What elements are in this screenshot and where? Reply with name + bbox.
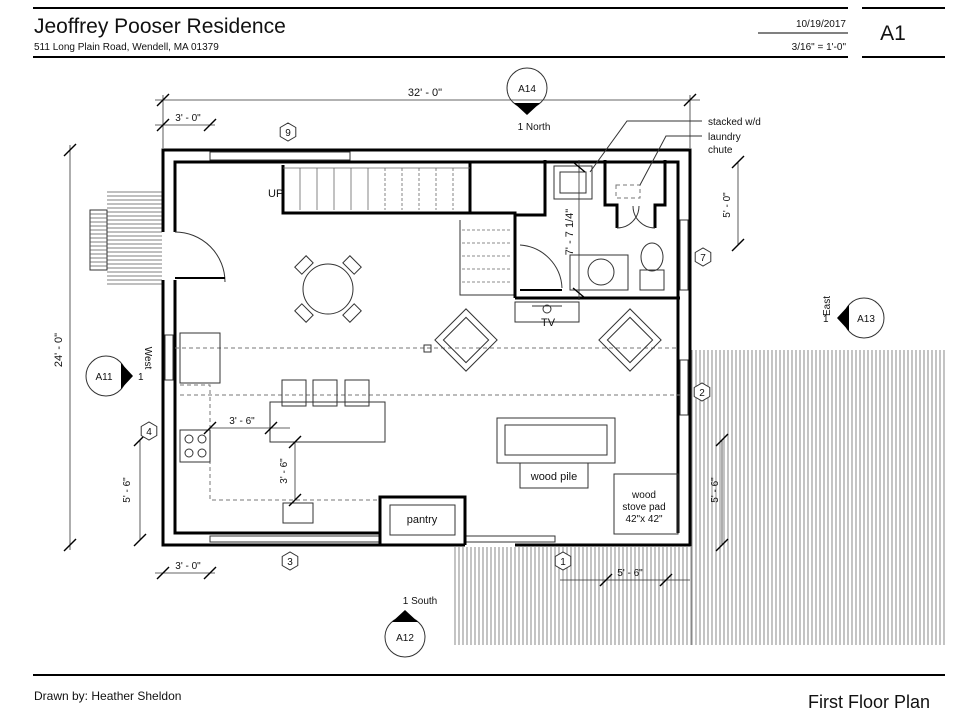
post (423, 344, 432, 353)
window-tag-7: 7 (694, 247, 712, 267)
dim-overall-width: 32' - 0" (408, 87, 442, 99)
elevation-marker-east: A13 East 1 (822, 296, 885, 339)
window-tag-1: 1 (554, 551, 572, 571)
window-tag-4: 4 (140, 421, 158, 441)
dim-bottom-left: 3' - 0" (175, 561, 201, 572)
elevation-marker-north: A14 1 North (506, 67, 551, 133)
dim-island-width: 3' - 6" (229, 416, 255, 427)
svg-text:2: 2 (699, 388, 705, 399)
dim-top-left: 3' - 0" (175, 113, 201, 124)
svg-text:A13: A13 (857, 314, 875, 325)
stairs-up-label: UP (268, 188, 283, 200)
label-laundry: laundry (708, 132, 741, 143)
elevation-marker-south: A12 1 South (384, 596, 437, 658)
window-tags: 1 2 3 4 7 9 (140, 122, 712, 571)
dim-kitchen-left: 5' - 6" (122, 477, 133, 503)
svg-text:A12: A12 (396, 633, 414, 644)
svg-text:1 South: 1 South (403, 596, 437, 607)
dim-island-clear: 3' - 6" (279, 458, 290, 484)
drawn-by: Drawn by: Heather Sheldon (34, 689, 181, 703)
armchair-right (598, 308, 662, 372)
dimensions (63, 93, 745, 587)
stairs (281, 163, 517, 298)
svg-text:9: 9 (285, 128, 291, 139)
dim-bath-depth: 7' - 7 1/4" (564, 209, 576, 255)
drawing-date: 10/19/2017 (796, 19, 846, 30)
svg-text:A11: A11 (95, 372, 112, 383)
svg-text:1 North: 1 North (518, 122, 551, 133)
west-door (173, 231, 226, 283)
deck-west (89, 191, 162, 285)
label-tv: TV (541, 317, 556, 329)
svg-text:3: 3 (287, 557, 293, 568)
dim-closet: 5' - 0" (722, 192, 733, 218)
window-tag-3: 3 (281, 551, 299, 571)
armchair-left (434, 308, 498, 372)
svg-text:4: 4 (146, 427, 152, 438)
label-wood-pile: wood pile (530, 471, 577, 483)
dining-table (294, 255, 362, 323)
dim-deck-bottom: 5' - 6" (617, 568, 643, 579)
stove-pad (613, 473, 679, 535)
svg-text:7: 7 (700, 253, 706, 264)
exterior-walls (161, 148, 692, 547)
svg-text:1: 1 (560, 557, 566, 568)
wood-pile-box (519, 462, 589, 489)
label-stove-2: stove pad (622, 502, 665, 513)
sheet-title: First Floor Plan (808, 692, 930, 712)
annotation-leaders (589, 120, 702, 186)
project-address: 511 Long Plain Road, Wendell, MA 01379 (34, 42, 219, 53)
elevation-marker-west: A11 West 1 (85, 347, 153, 397)
svg-text:1: 1 (823, 314, 829, 325)
deck-east (454, 350, 945, 645)
label-stove-1: wood (631, 490, 656, 501)
sheet-number: A1 (880, 22, 906, 45)
svg-text:A14: A14 (518, 84, 536, 95)
kitchen (179, 332, 386, 524)
window-tag-2: 2 (693, 382, 711, 402)
drawing-scale: 3/16" = 1'-0" (792, 42, 847, 53)
dim-deck-right: 5' - 6" (710, 477, 721, 503)
project-title: Jeoffrey Pooser Residence (34, 15, 286, 38)
window-tag-9: 9 (279, 122, 297, 142)
tv-stand (514, 301, 580, 323)
dim-overall-depth: 24' - 0" (53, 333, 65, 367)
bathroom: 7' - 7 1/4" (515, 160, 680, 300)
label-stove-3: 42"x 42" (625, 514, 663, 525)
label-stacked-wd: stacked w/d (708, 117, 761, 128)
title-block: Jeoffrey Pooser Residence 511 Long Plain… (33, 7, 945, 58)
label-pantry: pantry (407, 514, 438, 526)
footer: Drawn by: Heather Sheldon First Floor Pl… (33, 674, 945, 712)
label-chute: chute (708, 145, 733, 156)
sofa (496, 417, 616, 464)
svg-text:East: East (822, 296, 833, 316)
pantry-walls (378, 495, 467, 545)
svg-text:1: 1 (138, 372, 144, 383)
svg-text:West: West (142, 347, 153, 370)
